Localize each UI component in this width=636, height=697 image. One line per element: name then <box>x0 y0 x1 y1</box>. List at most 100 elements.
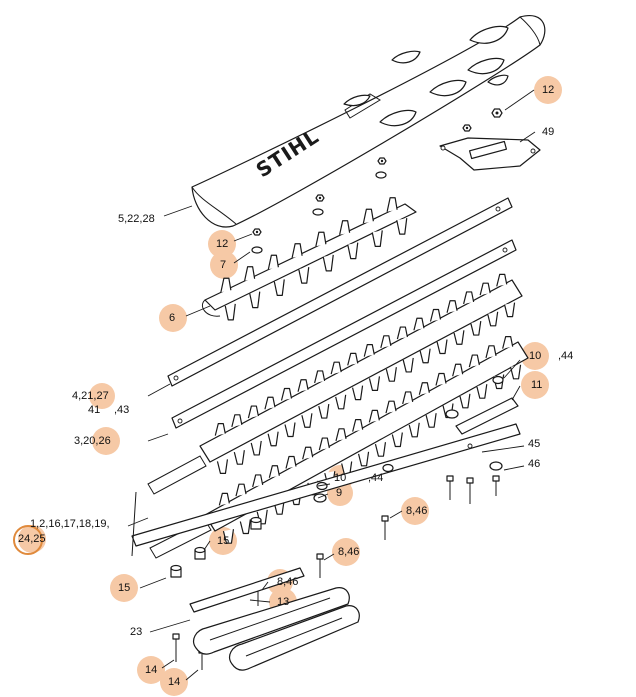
blade-tooth <box>374 442 387 457</box>
guide-finger <box>347 242 359 260</box>
label-8-46-b[interactable]: 8,46 <box>338 546 360 558</box>
label-1-2-16-17-18-19[interactable]: 1,2,16,17,18,19, <box>30 518 110 530</box>
blade-tooth <box>468 354 480 368</box>
label-10-top[interactable]: 10 <box>529 350 542 362</box>
blade-tooth <box>453 330 465 345</box>
blade-tooth <box>479 282 491 296</box>
callout-12-mid[interactable] <box>208 230 236 258</box>
label-46[interactable]: 46 <box>528 458 541 470</box>
blade-tooth <box>239 519 251 535</box>
label-6[interactable]: 6 <box>169 312 176 324</box>
blade-tooth <box>222 529 235 544</box>
blade-tooth <box>318 403 330 419</box>
callout-11[interactable] <box>521 371 549 399</box>
callout-8-46-b[interactable] <box>332 538 360 566</box>
label-49[interactable]: 49 <box>542 126 555 138</box>
straight-bar-upper <box>167 197 513 387</box>
label-24-25[interactable]: 24,25 <box>18 533 46 545</box>
guide-finger <box>315 231 327 247</box>
blade-tooth <box>235 483 247 497</box>
label-8-46-c[interactable]: 8,46 <box>277 576 299 588</box>
blade-tooth <box>485 345 497 358</box>
blade-tooth <box>487 311 499 327</box>
slotted-clamp-lower <box>229 605 360 671</box>
label-3-20-26[interactable]: 3,20,26 <box>74 435 111 447</box>
blade-tooth <box>268 465 280 478</box>
blade-tooth <box>463 291 475 305</box>
label-41[interactable]: 41 <box>88 404 101 416</box>
blade-tooth <box>301 413 313 428</box>
label-44-top[interactable]: ,44 <box>558 350 574 362</box>
blade-tooth <box>285 455 297 469</box>
blade-tooth <box>385 400 397 414</box>
guide-finger <box>249 291 261 309</box>
blade-tooth <box>402 357 414 373</box>
label-45[interactable]: 45 <box>528 438 541 450</box>
callout-14-a[interactable] <box>137 656 165 684</box>
blade-tooth <box>402 391 414 405</box>
blade-tooth <box>476 384 488 399</box>
label-15-b[interactable]: 15 <box>118 582 131 594</box>
label-5-22-28[interactable]: 5,22,28 <box>118 213 155 225</box>
label-8-46-a[interactable]: 8,46 <box>406 505 428 517</box>
callout-3-part[interactable] <box>92 427 120 455</box>
blade-tooth <box>218 492 230 506</box>
callout-12-top[interactable] <box>534 76 562 104</box>
blade-tooth <box>418 382 430 395</box>
guide-finger <box>220 277 232 293</box>
blade-tooth <box>357 451 370 467</box>
label-9[interactable]: 9 <box>336 487 343 499</box>
label-10-low[interactable]: 10 <box>334 472 347 484</box>
blade-tooth <box>459 393 471 409</box>
guide-finger <box>298 267 310 284</box>
blade-tooth <box>408 422 420 438</box>
blade-tooth <box>247 405 259 419</box>
callout-15-b[interactable] <box>110 574 138 602</box>
blade-tooth <box>318 437 330 451</box>
blade-tooth <box>347 352 359 366</box>
guide-finger <box>244 266 256 281</box>
label-13[interactable]: 13 <box>277 596 290 608</box>
label-14-b[interactable]: 14 <box>168 676 181 688</box>
slotted-clamp-upper <box>193 587 350 655</box>
callout-4-part[interactable] <box>89 383 115 409</box>
blade-teeth <box>214 273 522 544</box>
guide-finger <box>396 218 408 235</box>
label-15-a[interactable]: 15 <box>217 535 230 547</box>
blade-tooth <box>302 446 314 460</box>
callout-6[interactable] <box>159 304 187 332</box>
label-12-mid[interactable]: 12 <box>216 238 229 250</box>
blade-tooth <box>216 459 229 474</box>
blade-tooth <box>385 367 397 382</box>
label-43[interactable]: ,43 <box>114 404 130 416</box>
callout-10-top[interactable] <box>521 342 549 370</box>
guide-finger <box>273 279 285 296</box>
blade-tooth <box>502 336 514 349</box>
blade-tooth <box>231 414 243 427</box>
callout-8-46-a[interactable] <box>401 497 429 525</box>
guide-finger <box>267 254 279 270</box>
label-23[interactable]: 23 <box>130 626 143 638</box>
label-11[interactable]: 11 <box>531 379 543 391</box>
guide-finger <box>386 197 398 212</box>
label-14-a[interactable]: 14 <box>145 664 158 676</box>
callout-14-b[interactable] <box>160 668 188 696</box>
blade-tooth <box>252 474 264 488</box>
blade-tooth <box>250 440 262 456</box>
callout-7[interactable] <box>210 251 238 279</box>
blade-tooth <box>335 394 347 410</box>
cutter-blade-upper <box>147 279 523 495</box>
blade-tooth <box>425 413 437 428</box>
label-12-top[interactable]: 12 <box>542 84 555 96</box>
label-7[interactable]: 7 <box>220 259 227 271</box>
selected-callout-ring <box>13 525 43 555</box>
blade-tooth <box>368 409 380 423</box>
blade-tooth <box>368 376 381 391</box>
blade-tooth <box>363 344 375 357</box>
straight-bar-lower <box>171 239 517 429</box>
label-44-low[interactable]: ,44 <box>368 472 384 484</box>
blade-tooth <box>446 300 458 313</box>
label-4-21-27[interactable]: 4,21,27 <box>72 390 109 402</box>
